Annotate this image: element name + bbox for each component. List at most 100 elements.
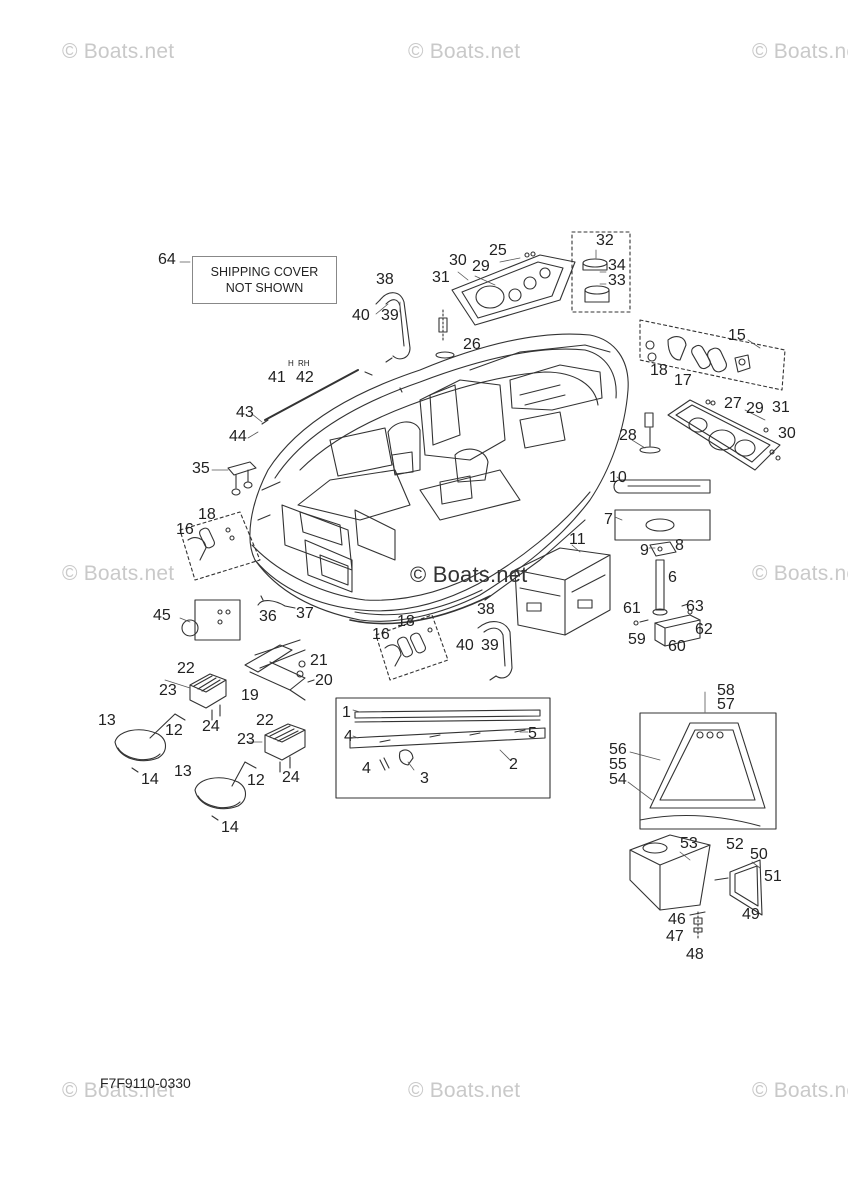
hatch-part-49 <box>689 859 763 916</box>
callout-label: 32 <box>596 232 614 249</box>
callout-label: 9 <box>640 542 649 559</box>
post-part-6 <box>652 559 668 616</box>
callout-label: 59 <box>628 631 646 648</box>
callout-label: 27 <box>724 395 742 412</box>
callout-label: 16 <box>176 521 194 538</box>
callout-label: 11 <box>569 531 586 548</box>
fastener-part-26 <box>435 309 455 359</box>
callout-label: 40 <box>456 637 474 654</box>
plate-part-7 <box>614 509 711 541</box>
callout-label: 15 <box>728 327 746 344</box>
step-pad-22-upper <box>189 673 227 721</box>
callout-label: 3 <box>420 770 429 787</box>
callout-label: 31 <box>772 399 790 416</box>
diagram-code: F7F9110-0330 <box>100 1075 191 1091</box>
callout-label: 19 <box>241 687 259 704</box>
callout-label: 4 <box>344 728 353 745</box>
callout-label: 30 <box>778 425 796 442</box>
watermark-center: © Boats.net <box>410 562 528 587</box>
callout-label: 14 <box>141 771 159 788</box>
callout-label: 63 <box>686 598 704 615</box>
callout-label: 44 <box>229 428 247 445</box>
callout-label: 24 <box>202 718 220 735</box>
callout-label: 52 <box>726 836 744 853</box>
watermark-top-center: © Boats.net <box>408 40 521 63</box>
callout-label: 24 <box>282 769 300 786</box>
callout-label: 2 <box>509 756 518 773</box>
rod-part-41-42 <box>261 369 373 425</box>
callout-label: 6 <box>668 569 677 586</box>
callout-label: 42 <box>296 369 314 386</box>
callout-label: 22 <box>177 660 195 677</box>
fastener-part-28 <box>639 412 661 454</box>
callout-label: 62 <box>695 621 713 638</box>
callout-label: 60 <box>668 638 686 655</box>
callout-label: 23 <box>159 682 177 699</box>
callout-label: 38 <box>376 271 394 288</box>
locker-frame-part-54 <box>639 712 777 830</box>
callout-label: 14 <box>221 819 239 836</box>
callout-label: 46 <box>668 911 686 928</box>
callout-label: 10 <box>609 469 627 486</box>
callout-label: 7 <box>604 511 613 528</box>
callout-label: 56 <box>609 741 627 758</box>
callout-label: 26 <box>463 336 481 353</box>
callout-label: 5 <box>528 725 537 742</box>
callout-label: 18 <box>650 362 668 379</box>
callout-label: 58 <box>717 682 735 699</box>
boat-hull-drawing <box>249 333 629 625</box>
callout-label: 18 <box>397 613 415 630</box>
cupholder-parts-32-34 <box>571 231 631 313</box>
side-label: H <box>288 359 294 368</box>
grab-handle-38-lower <box>477 621 513 681</box>
callout-label: 8 <box>675 537 684 554</box>
hatch-part-25 <box>451 251 576 326</box>
callout-label: 37 <box>296 605 314 622</box>
callout-label: 51 <box>764 868 782 885</box>
leader-lines <box>164 249 766 869</box>
callout-label: 54 <box>609 771 627 788</box>
callout-label: 12 <box>165 722 183 739</box>
callout-label: 13 <box>174 763 192 780</box>
watermark-bottom-right: © Boats.net <box>752 1079 848 1102</box>
latch-set-15 <box>639 319 786 391</box>
bracket-part-8-9 <box>649 541 677 557</box>
latch-set-16-middle <box>375 614 449 681</box>
callout-label: 20 <box>315 672 333 689</box>
side-label: RH <box>298 359 310 368</box>
cooler-part-11 <box>514 547 611 636</box>
mount-part-59-63 <box>633 603 701 647</box>
callout-label: 43 <box>236 404 254 421</box>
seat-part-13-lower <box>194 761 257 821</box>
watermark-bottom-left: © Boats.net <box>62 1079 175 1102</box>
callout-label: 49 <box>742 906 760 923</box>
bracket-part-35 <box>227 461 257 496</box>
watermark-top-left: © Boats.net <box>62 40 175 63</box>
callout-label: 13 <box>98 712 116 729</box>
callout-label: 47 <box>666 928 684 945</box>
box-part-53 <box>629 834 711 911</box>
ladder-part-19 <box>244 639 315 701</box>
fastener-parts-46-48 <box>693 911 703 941</box>
hatch-part-27 <box>667 399 781 471</box>
latch-set-16-left <box>179 511 261 581</box>
callout-label: 55 <box>609 756 627 773</box>
shipping-cover-line-2: NOT SHOWN <box>225 281 304 295</box>
callout-label: 61 <box>623 600 641 617</box>
callout-label: 33 <box>608 272 626 289</box>
callout-label: 53 <box>680 835 698 852</box>
callout-label: 39 <box>481 637 499 654</box>
callout-label: 23 <box>237 731 255 748</box>
grab-handle-38 <box>375 292 411 363</box>
callout-label: 36 <box>259 608 277 625</box>
callout-label: 29 <box>472 258 490 275</box>
callout-label: 34 <box>608 257 626 274</box>
callout-label: 18 <box>198 506 216 523</box>
callout-label: 31 <box>432 269 450 286</box>
callout-label: 45 <box>153 607 171 624</box>
callout-label: 30 <box>449 252 467 269</box>
shipping-cover-line-1: SHIPPING COVER <box>210 265 319 279</box>
callout-label: 57 <box>717 696 735 713</box>
